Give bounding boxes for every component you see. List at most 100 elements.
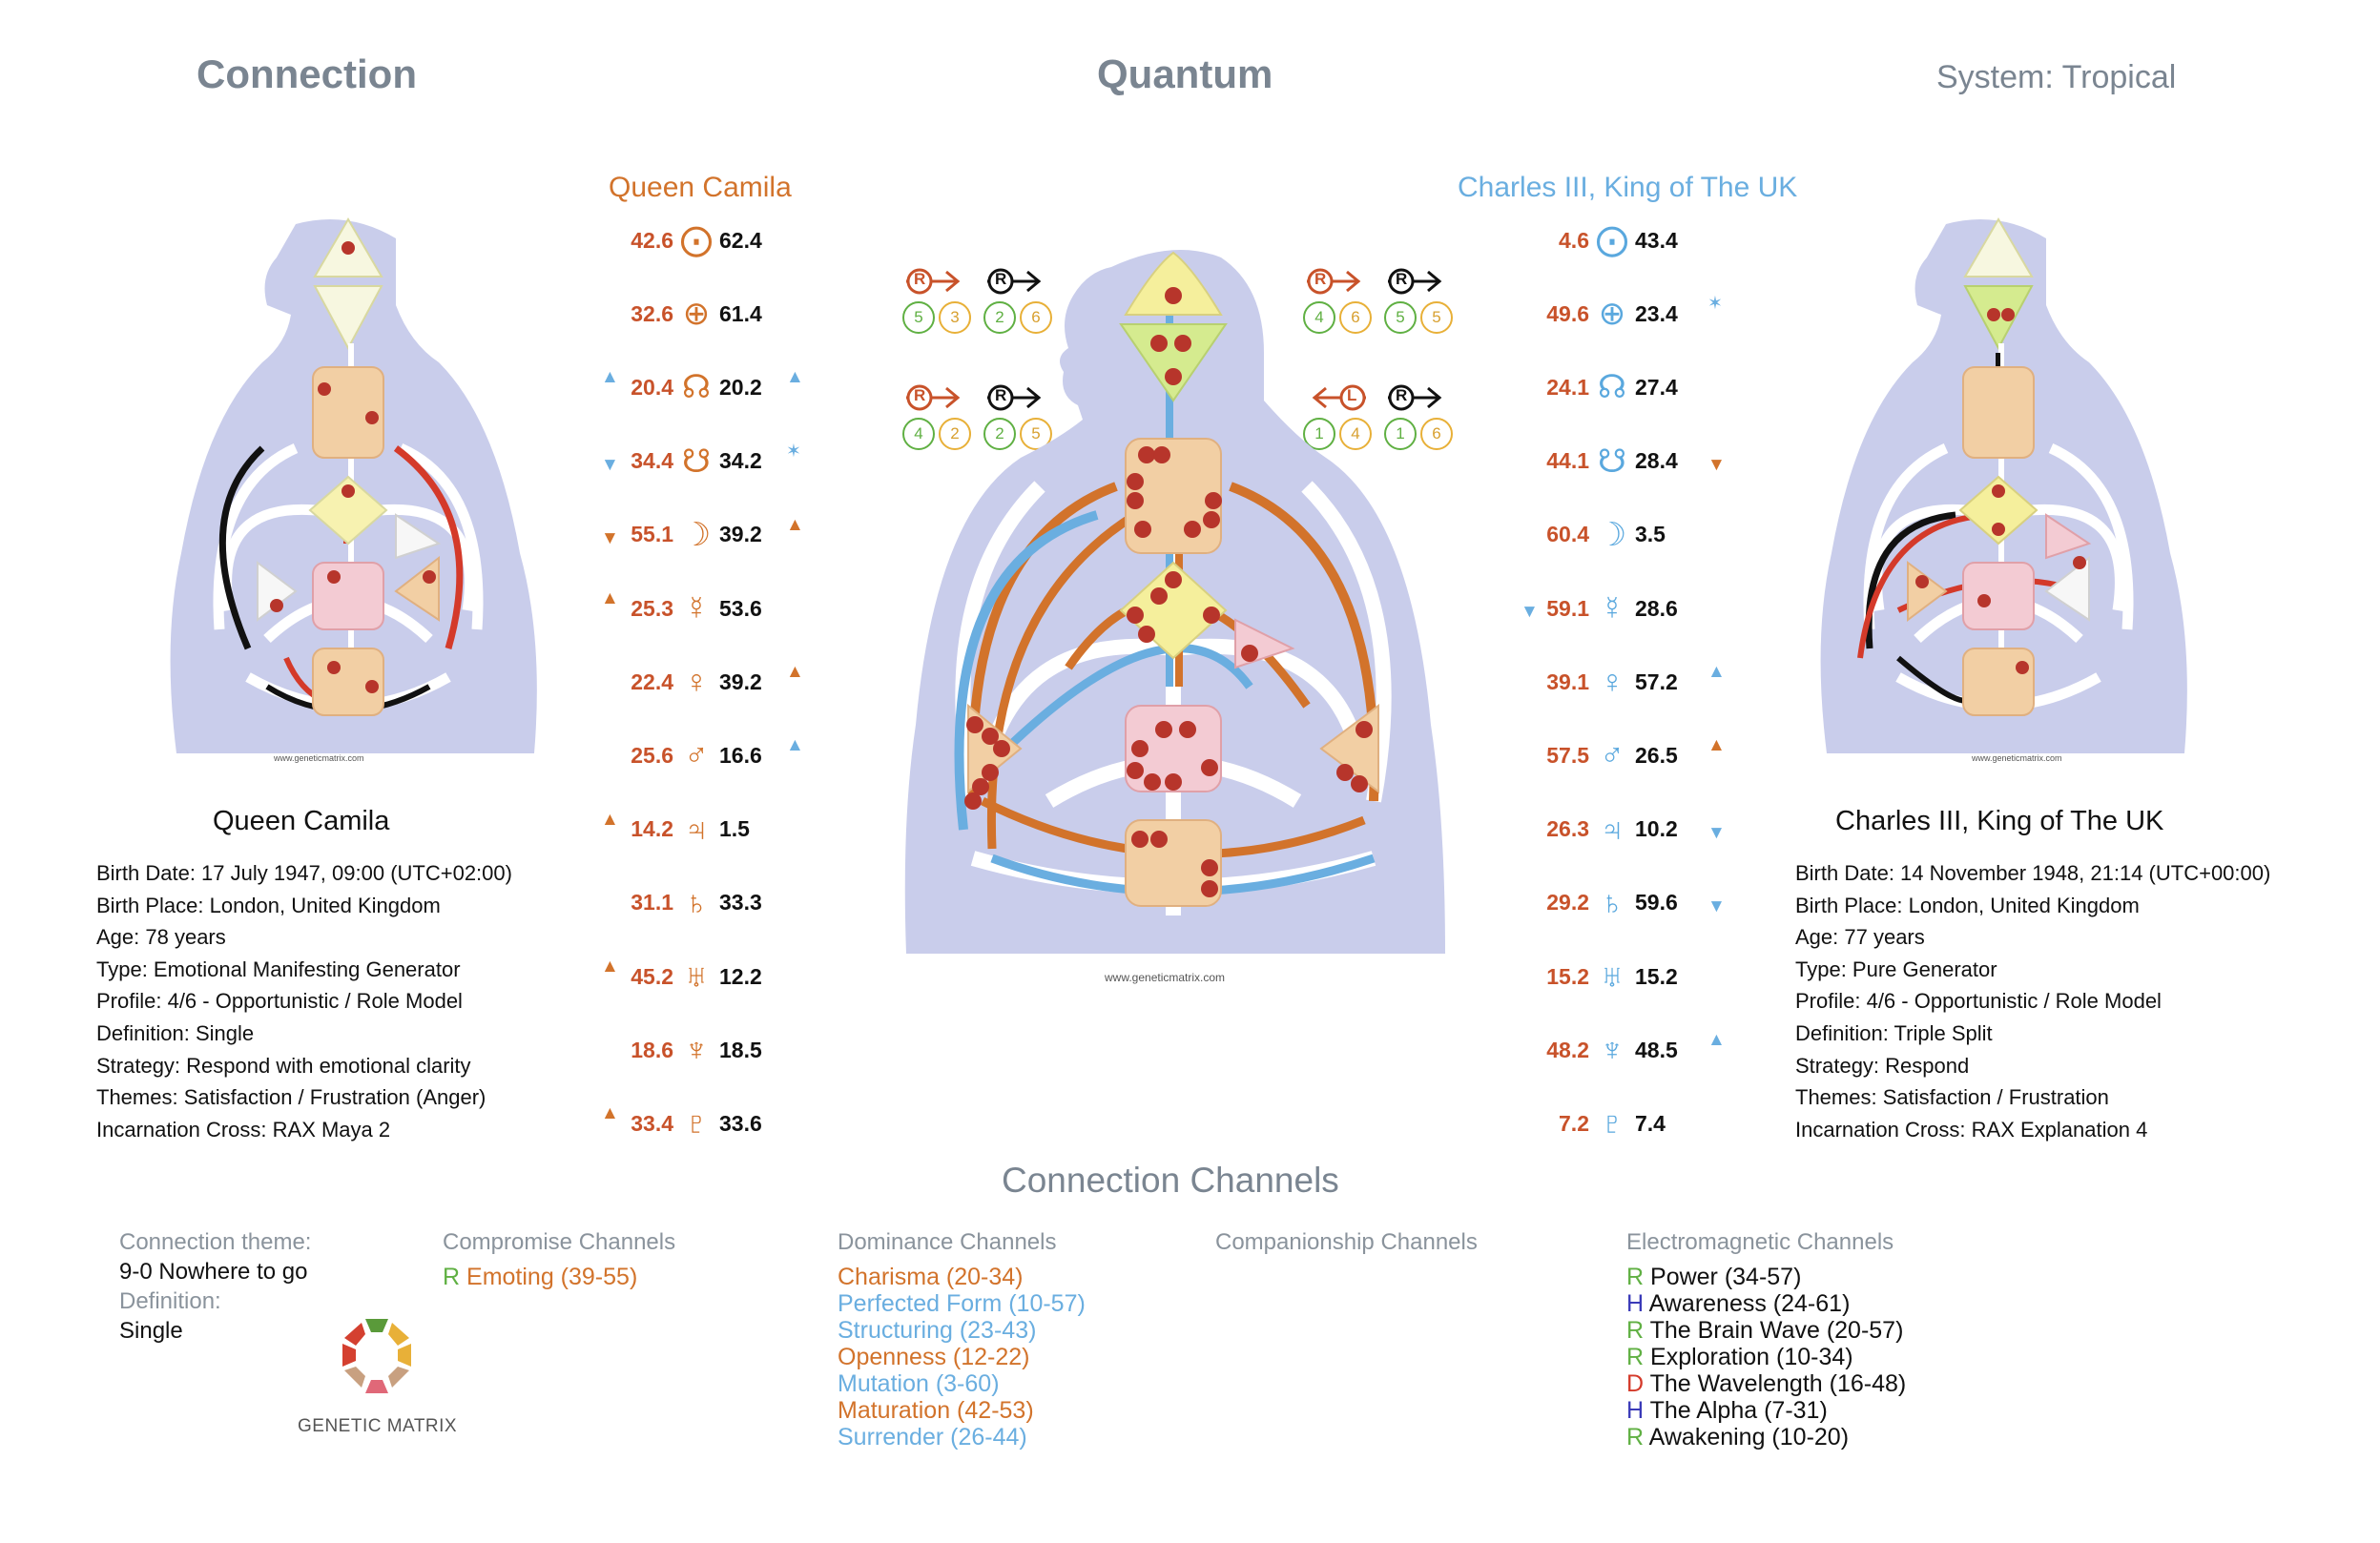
camila-personality-value: 18.5 <box>719 1037 762 1062</box>
camila-design-value: 31.1 <box>631 890 673 916</box>
charles-personality-value: 43.4 <box>1635 227 1678 253</box>
charles-planet-row: 15.2♅15.2 <box>1526 957 1702 996</box>
variable-arrow-icon <box>987 384 1042 411</box>
camila-planet-row: 32.6⊕61.4 <box>611 295 786 333</box>
electromagnetic-channel: D The Wavelength (16-48) <box>1626 1370 1906 1397</box>
connection-theme-value: 9-0 Nowhere to go <box>119 1259 308 1285</box>
charles-planet-glyph-icon: ♂ <box>1600 737 1625 774</box>
charles-design-value: 24.1 <box>1546 374 1589 400</box>
variable-letter: R <box>1314 270 1327 288</box>
channel-prefix: R <box>1626 1344 1645 1370</box>
connection-theme-label: Connection theme: <box>119 1229 312 1255</box>
charles-personality-value: 23.4 <box>1635 300 1678 326</box>
charles-mark-right-icon: ✶ <box>1707 294 1723 315</box>
camila-personality-value: 1.5 <box>719 816 750 842</box>
charles-planet-row: 24.1☊27.4 <box>1526 368 1702 406</box>
variable-number-2: 6 <box>1020 301 1052 334</box>
camila-mark-right-icon: ✶ <box>786 441 801 462</box>
electromagnetic-channel: R Exploration (10-34) <box>1626 1344 1906 1370</box>
variable-arrow-icon <box>1388 384 1442 411</box>
camila-planet-row: 14.2♃1.5 <box>611 811 786 849</box>
charles-planet-row: 57.5♂26.5 <box>1526 736 1702 774</box>
variable-arrow-icon <box>906 268 961 295</box>
channel-prefix: H <box>1626 1290 1645 1317</box>
camila-personality-value: 12.2 <box>719 963 762 989</box>
charles-planet-row: 7.2♇7.4 <box>1526 1104 1702 1142</box>
compromise-name: Emoting (39-55) <box>466 1264 638 1290</box>
variable-arrow-icon <box>906 384 961 411</box>
charles-design-value: 29.2 <box>1546 890 1589 916</box>
quantum-title: Quantum <box>1097 51 1273 96</box>
dominance-title: Dominance Channels <box>838 1229 1057 1255</box>
channel-prefix: R <box>1626 1317 1645 1344</box>
charles-planet-row: 44.1☋28.4 <box>1526 442 1702 481</box>
charles-planet-row: 59.1☿28.6 <box>1526 589 1702 627</box>
charles-mark-right-icon: ▲ <box>1707 662 1726 683</box>
genetic-matrix-logo-text: GENETIC MATRIX <box>298 1416 458 1436</box>
camila-design-value: 22.4 <box>631 669 673 694</box>
connection-title: Connection <box>197 51 417 96</box>
electromagnetic-title: Electromagnetic Channels <box>1626 1229 1894 1255</box>
camila-planet-row: 55.1☽39.2 <box>611 516 786 554</box>
electromagnetic-list: R Power (34-57)H Awareness (24-61)R The … <box>1626 1264 1906 1450</box>
charles-planet-glyph-icon: ♇ <box>1600 1105 1625 1142</box>
dominance-channel: Perfected Form (10-57) <box>838 1290 1086 1317</box>
variable-letter: R <box>995 386 1007 404</box>
camila-mark-left-icon: ▲ <box>601 367 619 388</box>
channel-name: Awakening (10-20) <box>1648 1424 1850 1450</box>
charles-personality-value: 3.5 <box>1635 522 1666 547</box>
charles-design-value: 26.3 <box>1546 816 1589 842</box>
charles-birth-date: Birth Date: 14 November 1948, 21:14 (UTC… <box>1795 861 2271 885</box>
dominance-channel: Maturation (42-53) <box>838 1397 1034 1424</box>
charles-themes: Themes: Satisfaction / Frustration <box>1795 1085 2109 1110</box>
variable-arrow-icon <box>1388 268 1442 295</box>
camila-design-value: 25.6 <box>631 742 673 768</box>
dominance-list: Charisma (20-34)Perfected Form (10-57)St… <box>838 1264 1086 1450</box>
charles-planet-glyph-icon: ☿ <box>1600 590 1625 627</box>
charles-personality-value: 57.2 <box>1635 669 1678 694</box>
camila-mark-right-icon: ▲ <box>786 662 804 683</box>
camila-planet-glyph-icon: ☽ <box>681 516 712 553</box>
variable-letter: R <box>995 270 1007 288</box>
camila-watermark: www.geneticmatrix.com <box>274 753 364 763</box>
charles-planet-glyph-icon: ☽ <box>1597 516 1627 553</box>
charles-definition: Definition: Triple Split <box>1795 1020 1993 1045</box>
charles-chart-name: Charles III, King of The UK <box>1835 806 2164 836</box>
charles-design-value: 39.1 <box>1546 669 1589 694</box>
electromagnetic-channel: H The Alpha (7-31) <box>1626 1397 1906 1424</box>
charles-bodygraph <box>1820 217 2187 753</box>
electromagnetic-channel: H Awareness (24-61) <box>1626 1290 1906 1317</box>
charles-design-value: 60.4 <box>1546 522 1589 547</box>
charles-planet-row: 26.3♃10.2 <box>1526 811 1702 849</box>
camila-personality-value: 34.2 <box>719 448 762 474</box>
camila-planet-row: 25.3☿53.6 <box>611 589 786 627</box>
channel-name: The Brain Wave (20-57) <box>1649 1317 1904 1344</box>
charles-watermark: www.geneticmatrix.com <box>1972 753 2062 763</box>
charles-type: Type: Pure Generator <box>1795 957 1997 981</box>
camila-personality-value: 53.6 <box>719 595 762 621</box>
channel-name: Exploration (10-34) <box>1650 1344 1853 1370</box>
charles-design-value: 44.1 <box>1546 448 1589 474</box>
charles-planet-row: 39.1♀57.2 <box>1526 663 1702 701</box>
camila-mark-left-icon: ▲ <box>601 588 619 608</box>
camila-planet-row: 45.2♅12.2 <box>611 957 786 996</box>
camila-birth-date: Birth Date: 17 July 1947, 09:00 (UTC+02:… <box>96 861 512 885</box>
variable-number-1: 1 <box>1384 418 1417 450</box>
charles-planet-row: 48.2♆48.5 <box>1526 1031 1702 1069</box>
camila-themes: Themes: Satisfaction / Frustration (Ange… <box>96 1085 486 1110</box>
charles-age: Age: 77 years <box>1795 925 1925 950</box>
channel-prefix: H <box>1626 1397 1645 1424</box>
electromagnetic-channel: R Power (34-57) <box>1626 1264 1906 1290</box>
camila-personality-value: 62.4 <box>719 227 762 253</box>
variable-letter: R <box>914 270 926 288</box>
variable-number-1: 5 <box>1384 301 1417 334</box>
camila-planet-row: 20.4☊20.2 <box>611 368 786 406</box>
charles-mark-right-icon: ▼ <box>1707 895 1726 916</box>
camila-mark-right-icon: ▲ <box>786 514 804 535</box>
variable-letter: L <box>1347 386 1357 404</box>
